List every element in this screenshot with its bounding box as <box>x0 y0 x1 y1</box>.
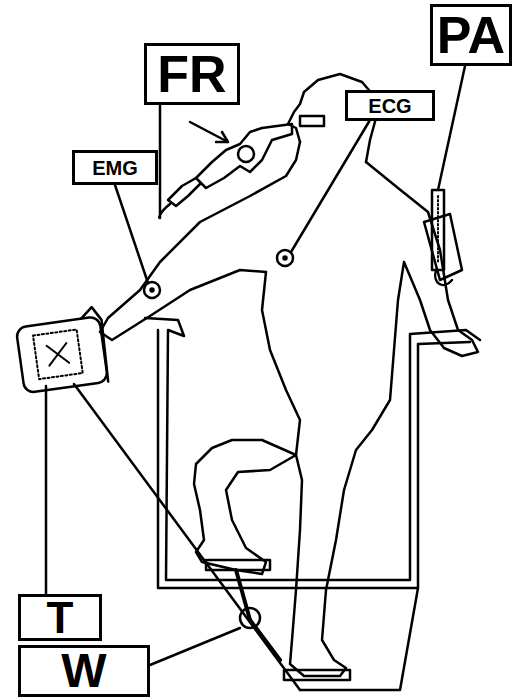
instrument-label-box: PA <box>430 4 512 66</box>
pointer-arrow <box>190 122 228 142</box>
leader-line <box>115 185 148 283</box>
manometer-column <box>432 190 444 270</box>
pedal <box>206 560 270 570</box>
pedal <box>284 670 350 680</box>
ergometer-frame <box>145 318 480 690</box>
manometer-scale <box>437 196 439 264</box>
leader-line <box>159 105 170 218</box>
instrument-label-box: ECG <box>345 90 435 121</box>
leader-line <box>438 66 465 190</box>
box-label: W <box>61 647 106 695</box>
leader-line <box>45 386 48 594</box>
pointer-arrowhead <box>216 132 228 142</box>
figure-body <box>290 162 478 676</box>
ecg-electrode-dot <box>284 257 287 260</box>
valve-outlet <box>168 178 200 206</box>
instrument-label-box: FR <box>144 43 240 105</box>
emg-electrode-dot <box>151 289 154 292</box>
emg-electrode <box>144 282 160 298</box>
instrument-label-box: T <box>18 594 102 641</box>
box-label: T <box>47 596 74 640</box>
box-label: EMG <box>92 158 138 178</box>
instrument-label-box: W <box>18 645 150 697</box>
timer-device <box>14 306 110 393</box>
instrument-label-box: EMG <box>72 150 158 185</box>
figure-left-side <box>194 272 300 574</box>
manometer-tube <box>435 270 452 285</box>
crank-arm <box>236 570 280 660</box>
box-label: FR <box>157 48 226 100</box>
leader-line <box>150 628 240 665</box>
leader-line <box>291 120 370 252</box>
box-label: PA <box>437 9 505 61</box>
nose-clip <box>300 116 324 126</box>
box-label: ECG <box>368 96 411 116</box>
valve-knob <box>238 146 254 162</box>
